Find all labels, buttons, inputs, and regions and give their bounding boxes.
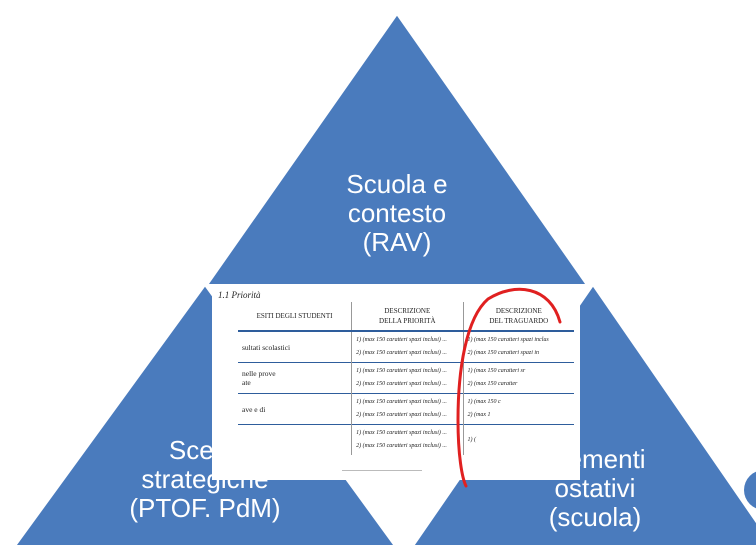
label-bottom-left-triangle: Scelte strategiche (PTOF. PdM)	[129, 435, 281, 523]
cell-esiti	[238, 424, 352, 455]
decorative-circle	[744, 470, 756, 510]
label-bottom-right-triangle: Elementi ostativi (scuola)	[544, 444, 646, 532]
table-title: 1.1 Priorità	[218, 290, 261, 300]
cell-esiti: nelle prove ate	[238, 362, 352, 394]
triangle-top	[205, 12, 589, 286]
cell-traguardo: 1) (max 150 c 2) (max 1	[462, 393, 574, 425]
table-row: ave e di 1) (max 150 caratteri spazi inc…	[238, 393, 574, 425]
table-row: sultati scolastici 1) (max 150 caratteri…	[238, 330, 574, 363]
table-row: nelle prove ate 1) (max 150 caratteri sp…	[238, 362, 574, 394]
header-esiti: ESITI DEGLI STUDENTI	[238, 302, 352, 332]
cell-priorita: 1) (max 150 caratteri spazi inclusi) ...…	[351, 362, 464, 394]
cell-traguardo: 1) (max 150 caratteri sr 2) (max 150 car…	[462, 362, 574, 394]
cell-esiti: sultati scolastici	[238, 330, 352, 363]
cell-priorita: 1) (max 150 caratteri spazi inclusi) ...…	[351, 424, 464, 455]
cell-esiti: ave e di	[238, 393, 352, 425]
table-footer-rule	[342, 470, 422, 471]
label-top-triangle: Scuola e contesto (RAV)	[346, 169, 448, 257]
cell-priorita: 1) (max 150 caratteri spazi inclusi) ...…	[351, 393, 464, 425]
header-traguardo: DESCRIZIONE DEL TRAGUARDO	[462, 302, 574, 332]
cell-priorita: 1) (max 150 caratteri spazi inclusi) ...…	[351, 330, 464, 363]
cell-traguardo: 1) (max 150 caratteri spazi inclus 2) (m…	[462, 330, 574, 363]
priority-table: ESITI DEGLI STUDENTI DESCRIZIONE DELLA P…	[238, 302, 574, 455]
header-priorita: DESCRIZIONE DELLA PRIORITÀ	[351, 302, 464, 332]
table-header-row: ESITI DEGLI STUDENTI DESCRIZIONE DELLA P…	[238, 302, 574, 332]
